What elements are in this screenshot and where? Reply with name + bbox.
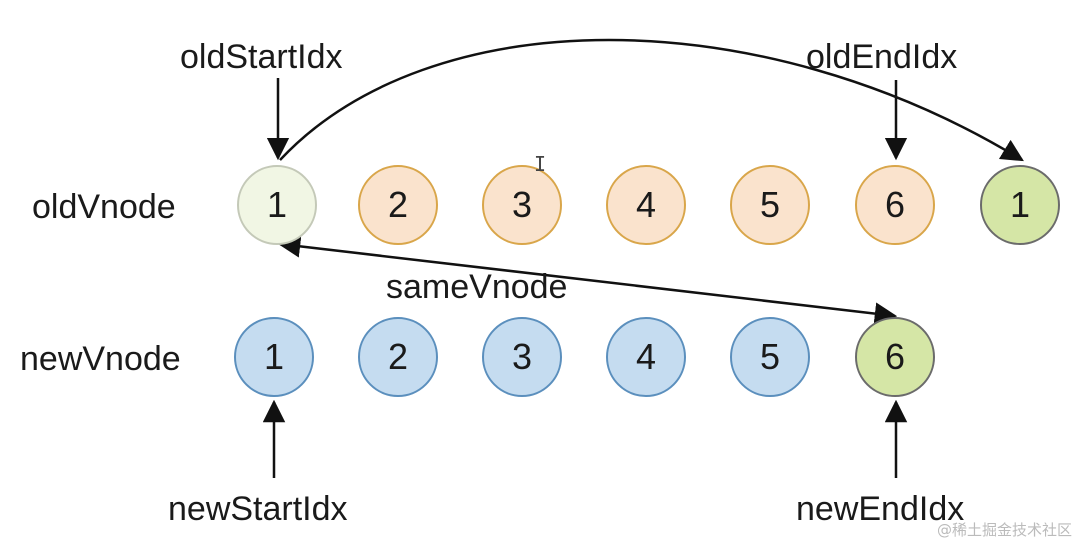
old-end-idx-label: oldEndIdx (806, 38, 958, 76)
old-vnode-node-5: 5 (730, 165, 810, 245)
new-vnode-node-5: 5 (730, 317, 810, 397)
old-vnode-row-label: oldVnode (32, 188, 176, 226)
watermark: @稀土掘金技术社区 (936, 521, 1072, 539)
new-vnode-node-3: 3 (482, 317, 562, 397)
new-vnode-node-6: 6 (855, 317, 935, 397)
new-vnode-node-4: 4 (606, 317, 686, 397)
old-vnode-node-1: 1 (237, 165, 317, 245)
new-end-idx-label: newEndIdx (796, 490, 965, 528)
new-start-idx-label: newStartIdx (168, 490, 348, 528)
old-vnode-node-6: 6 (855, 165, 935, 245)
text-cursor-icon: I (534, 152, 547, 176)
new-vnode-node-1: 1 (234, 317, 314, 397)
new-vnode-node-2: 2 (358, 317, 438, 397)
old-vnode-node-2: 2 (358, 165, 438, 245)
old-start-idx-label: oldStartIdx (180, 38, 343, 76)
same-vnode-double-arrow (277, 235, 898, 325)
move-curve-arrow (279, 38, 1024, 162)
old-vnode-node-3: 3 (482, 165, 562, 245)
moved-node-1: 1 (980, 165, 1060, 245)
old-vnode-node-4: 4 (606, 165, 686, 245)
new-vnode-row-label: newVnode (20, 340, 181, 378)
same-vnode-label: sameVnode (386, 268, 568, 306)
